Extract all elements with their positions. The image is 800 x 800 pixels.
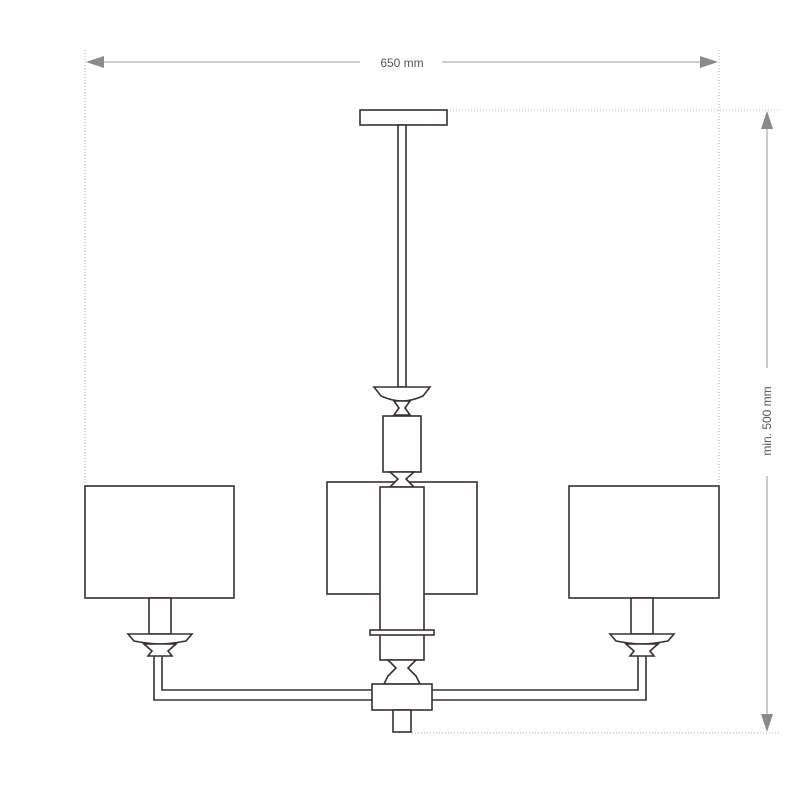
right-lamp-shade	[568, 485, 720, 599]
lower-knuckle	[382, 659, 422, 685]
right-bobeche	[608, 633, 676, 645]
arm-hub	[371, 683, 433, 711]
left-lamp-shade	[84, 485, 235, 599]
upper-body-segment	[382, 415, 422, 473]
width-dimension: 650 mm	[84, 50, 720, 486]
right-arm	[432, 656, 647, 701]
left-candle-sleeve	[148, 597, 172, 635]
middle-knuckle	[387, 471, 417, 488]
height-arrow-top	[761, 111, 773, 129]
upper-knuckle	[392, 400, 412, 416]
bottom-finial	[392, 709, 412, 733]
left-cup	[141, 643, 179, 657]
width-arrow-right	[700, 56, 718, 68]
left-arm	[153, 656, 372, 701]
center-bobeche	[369, 629, 435, 636]
height-arrow-bottom	[761, 714, 773, 732]
upper-cup	[372, 386, 432, 402]
suspension-rod	[397, 124, 407, 388]
right-cup	[623, 643, 661, 657]
height-dimension: min. 500 mm	[412, 109, 780, 734]
right-candle-sleeve	[630, 597, 654, 635]
height-label: min. 500 mm	[760, 386, 774, 455]
width-label: 650 mm	[380, 56, 423, 70]
width-arrow-left	[86, 56, 104, 68]
left-bobeche	[126, 633, 194, 645]
ceiling-canopy	[359, 109, 448, 126]
